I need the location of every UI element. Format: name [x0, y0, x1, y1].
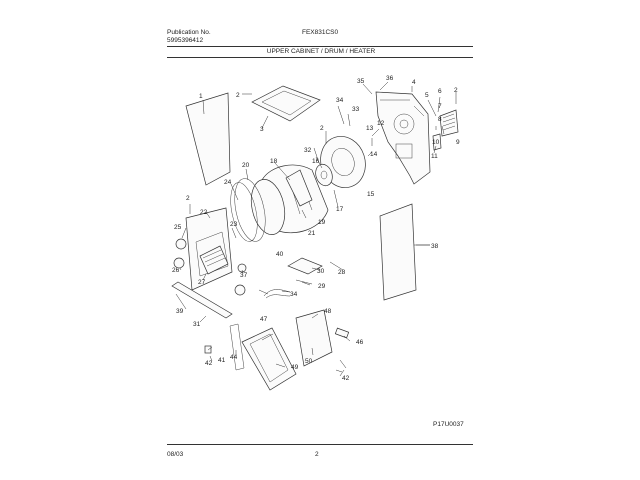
callout-12: 12 [377, 120, 385, 127]
callout-14: 14 [370, 151, 378, 158]
callout-2-vent: 2 [454, 87, 458, 94]
part-drum-baffle [285, 169, 313, 207]
part-knobs [173, 238, 187, 269]
part-drum [250, 164, 329, 235]
callout-29: 29 [318, 283, 326, 290]
callout-5: 5 [425, 92, 429, 99]
callout-17: 17 [336, 206, 344, 213]
callout-16: 16 [312, 158, 320, 165]
callout-10: 10 [432, 139, 440, 146]
callout-4: 4 [412, 79, 416, 86]
part-hinge [334, 327, 350, 339]
model-number: FEX831CS0 [302, 29, 339, 36]
callout-41: 41 [218, 357, 226, 364]
callout-48: 48 [324, 308, 332, 315]
part-heater-bracket [287, 257, 323, 285]
callout-2: 2 [236, 92, 240, 99]
callout-8: 8 [438, 116, 442, 123]
part-toe-strip [171, 281, 233, 319]
part-vent-plate [439, 109, 459, 137]
header-rule-bottom [167, 57, 473, 58]
callout-2-drum: 2 [320, 125, 324, 132]
footer-rule [167, 444, 473, 445]
section-title: UPPER CABINET / DRUM / HEATER [266, 48, 376, 55]
part-screws [189, 92, 457, 214]
part-latch [234, 263, 247, 296]
callout-7: 7 [438, 103, 442, 110]
callout-22: 22 [200, 209, 208, 216]
callout-21: 21 [308, 230, 316, 237]
callout-40: 40 [276, 251, 284, 258]
callout-46: 46 [356, 339, 364, 346]
callout-13: 13 [366, 125, 374, 132]
part-door [241, 327, 297, 391]
callout-32: 32 [304, 147, 312, 154]
callout-6: 6 [438, 88, 442, 95]
callout-34-harness: 34 [290, 291, 298, 298]
callout-33: 33 [352, 106, 360, 113]
callout-25: 25 [174, 224, 182, 231]
callout-26: 26 [172, 267, 180, 274]
part-door-screws [204, 345, 347, 373]
callout-11: 11 [431, 153, 438, 160]
callout-42-left: 42 [205, 360, 213, 367]
header-rule-top [167, 46, 473, 47]
callout-15: 15 [367, 191, 375, 198]
part-door-gasket [229, 323, 245, 371]
callout-2-front: 2 [186, 195, 190, 202]
part-front-panel [185, 207, 233, 291]
callout-24: 24 [224, 179, 232, 186]
part-rear-bulkhead [375, 91, 431, 185]
callout-28: 28 [338, 269, 346, 276]
callout-47: 47 [260, 316, 268, 323]
callout-3: 3 [260, 126, 264, 133]
part-right-side-panel [379, 203, 417, 301]
callout-30: 30 [317, 268, 325, 275]
callout-labels: 1 2 3 4 5 6 7 8 9 10 11 12 13 14 15 16 1… [172, 75, 460, 382]
part-inner-door-panel [295, 309, 333, 367]
part-pulley [315, 163, 333, 187]
callout-50: 50 [305, 358, 313, 365]
callout-34: 34 [336, 97, 344, 104]
callout-38: 38 [431, 243, 439, 250]
callout-49: 49 [291, 364, 299, 371]
publication-label: Publication No. [167, 29, 211, 36]
callout-1: 1 [199, 93, 203, 100]
callout-37: 37 [240, 272, 248, 279]
callout-20: 20 [242, 162, 250, 169]
callout-23: 23 [230, 221, 238, 228]
part-wire-harness [263, 289, 291, 299]
callout-27: 27 [198, 279, 206, 286]
part-front-seal-ring [230, 178, 266, 242]
leader-lines [175, 81, 445, 377]
part-top-cover [251, 85, 321, 122]
footer-date: 08/03 [167, 451, 184, 458]
part-door-opening [199, 245, 229, 275]
drawing-code: P17U0037 [433, 421, 464, 428]
page-number: 2 [315, 451, 319, 458]
callout-36: 36 [386, 75, 394, 82]
callout-31: 31 [193, 321, 201, 328]
callout-9: 9 [456, 139, 460, 146]
callout-19: 19 [318, 219, 326, 226]
part-small-bracket [432, 133, 442, 151]
publication-number: 5995396412 [167, 37, 204, 44]
callout-44: 44 [230, 354, 238, 361]
callout-18: 18 [270, 158, 278, 165]
callout-42-right: 42 [342, 375, 350, 382]
callout-39: 39 [176, 308, 184, 315]
part-side-panel [185, 92, 231, 186]
callout-35: 35 [357, 78, 365, 85]
